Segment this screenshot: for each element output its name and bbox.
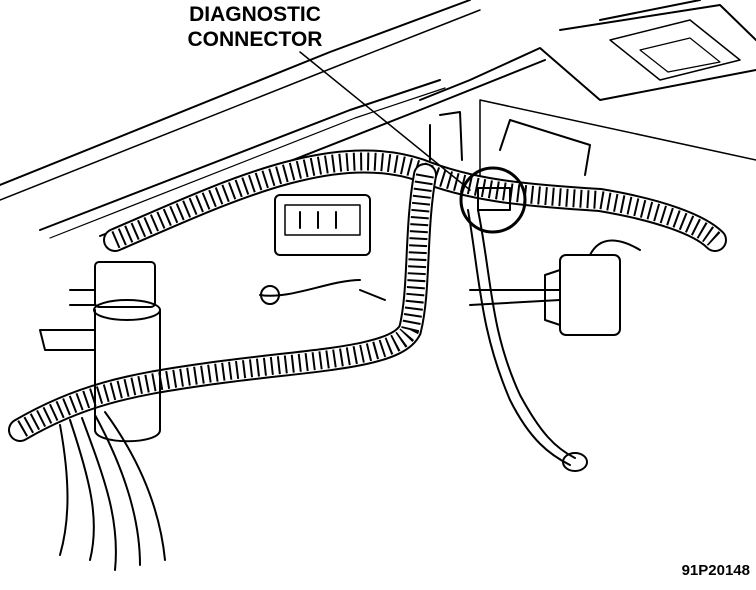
dash-panel	[0, 0, 756, 239]
diagnostic-connector	[477, 187, 511, 211]
figure-id: 91P20148	[681, 562, 750, 579]
callout-marker	[299, 51, 527, 234]
diagnostic-connector-label: DIAGNOSTIC CONNECTOR	[160, 2, 350, 52]
leader-line	[299, 51, 471, 191]
main-harness	[103, 149, 727, 252]
center-connector	[259, 194, 386, 305]
grommet-wire	[467, 209, 588, 472]
callout-line-1: DIAGNOSTIC	[189, 3, 321, 26]
callout-line-2: CONNECTOR	[187, 28, 323, 51]
relay-module	[544, 239, 641, 336]
branch-harness	[8, 163, 437, 442]
loose-wires	[59, 411, 166, 571]
canister	[39, 261, 161, 443]
